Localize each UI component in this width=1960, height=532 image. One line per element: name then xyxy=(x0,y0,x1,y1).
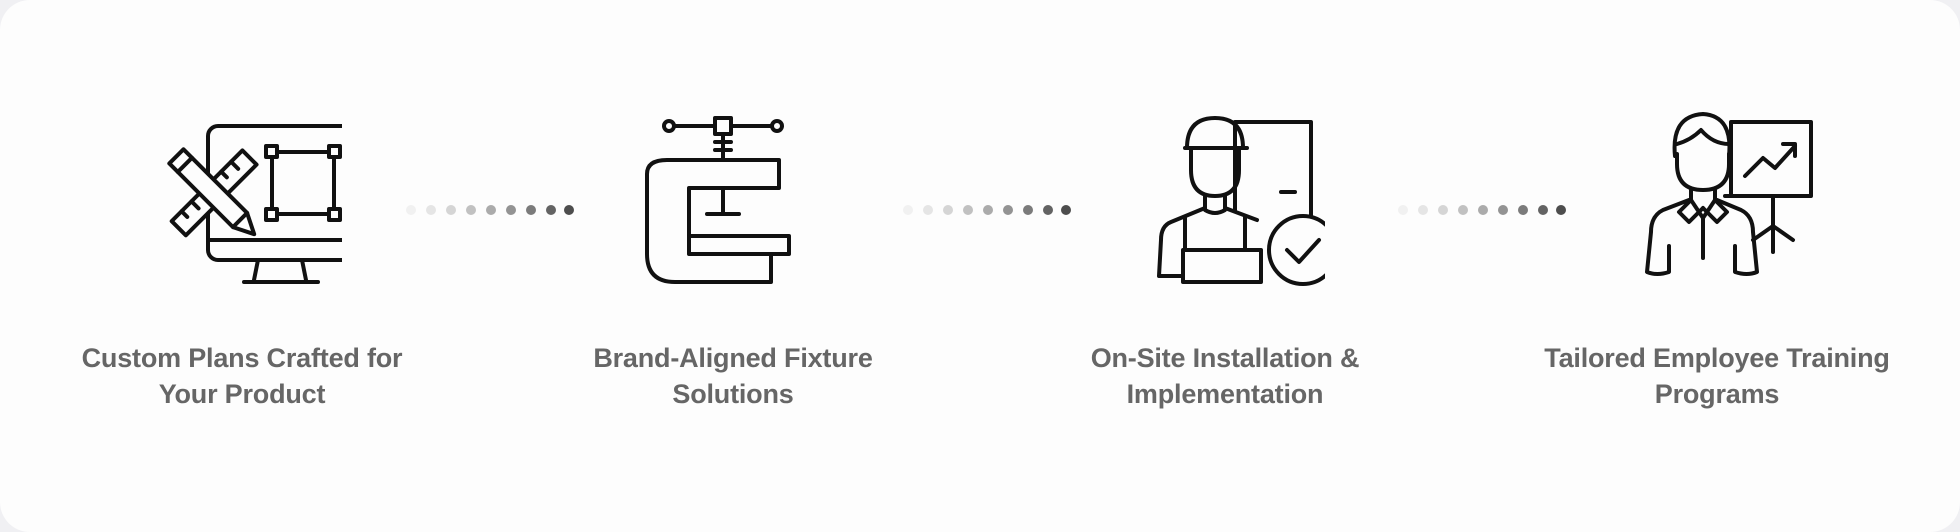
step-label: Brand-Aligned Fixture Solutions xyxy=(593,343,873,409)
step-installation: On-Site Installation & Implementation xyxy=(1045,100,1405,412)
design-plan-icon xyxy=(142,100,342,300)
step-label: Tailored Employee Training Programs xyxy=(1544,343,1890,409)
installer-worker-icon xyxy=(1125,100,1325,300)
step-connector-dots xyxy=(1397,204,1567,216)
step-custom-plans: Custom Plans Crafted for Your Product xyxy=(62,100,422,412)
step-label: On-Site Installation & Implementation xyxy=(1090,343,1360,409)
trainer-presentation-icon xyxy=(1617,100,1817,300)
step-employee-training: Tailored Employee Training Programs xyxy=(1537,100,1897,412)
clamp-fixture-icon xyxy=(633,100,833,300)
step-connector-dots xyxy=(405,204,575,216)
step-fixture-solutions: Brand-Aligned Fixture Solutions xyxy=(553,100,913,412)
step-label: Custom Plans Crafted for Your Product xyxy=(81,343,403,409)
step-connector-dots xyxy=(902,204,1072,216)
